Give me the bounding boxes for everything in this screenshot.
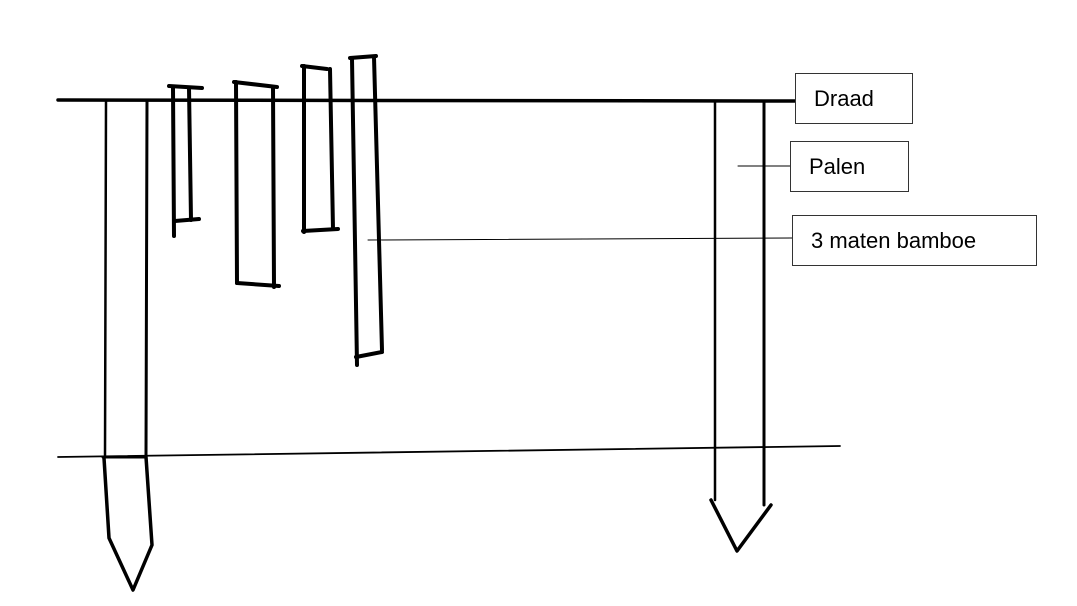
post-left [101,99,154,592]
leader-line-bamboe [367,237,793,241]
bamboo-short [167,84,204,238]
bamboo-short-2 [300,64,340,234]
label-bamboo-sizes: 3 maten bamboe [792,215,1037,266]
bamboo-medium [232,80,281,289]
label-wire: Draad [795,73,913,124]
wire-line [56,98,797,103]
ground-line [57,445,841,458]
label-posts: Palen [790,141,909,192]
bamboo-long [348,54,384,367]
post-right [709,99,773,553]
